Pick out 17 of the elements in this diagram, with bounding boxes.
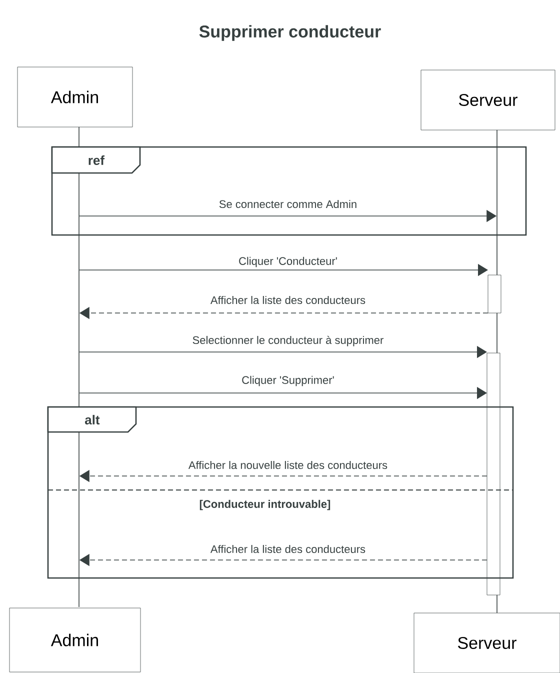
lifeline-box: Serveur bbox=[414, 612, 560, 673]
activation-bar bbox=[488, 274, 502, 314]
message-label: Se connecter comme Admin bbox=[218, 198, 358, 210]
title: Supprimer conducteur bbox=[199, 25, 381, 41]
lifeline-box: Admin bbox=[9, 608, 141, 672]
message-label: Afficher la liste des conducteurs bbox=[209, 294, 367, 306]
fragment-tab: ref bbox=[51, 146, 141, 174]
message-label: Afficher la nouvelle liste des conducteurs bbox=[187, 460, 389, 470]
message-label: Selectionner le conducteur à supprimer bbox=[191, 334, 385, 348]
guard-condition: [Conducteur introuvable] bbox=[198, 498, 332, 512]
message-label: Afficher la liste des conducteurs bbox=[209, 544, 367, 554]
activation-bar bbox=[486, 352, 500, 596]
message-label: Cliquer 'Conducteur' bbox=[238, 256, 338, 268]
lifeline-box: Admin bbox=[17, 66, 133, 128]
fragment-tab: alt bbox=[47, 406, 137, 433]
lifeline-box: Serveur bbox=[420, 70, 556, 130]
message-label: Cliquer 'Supprimer' bbox=[240, 374, 336, 388]
